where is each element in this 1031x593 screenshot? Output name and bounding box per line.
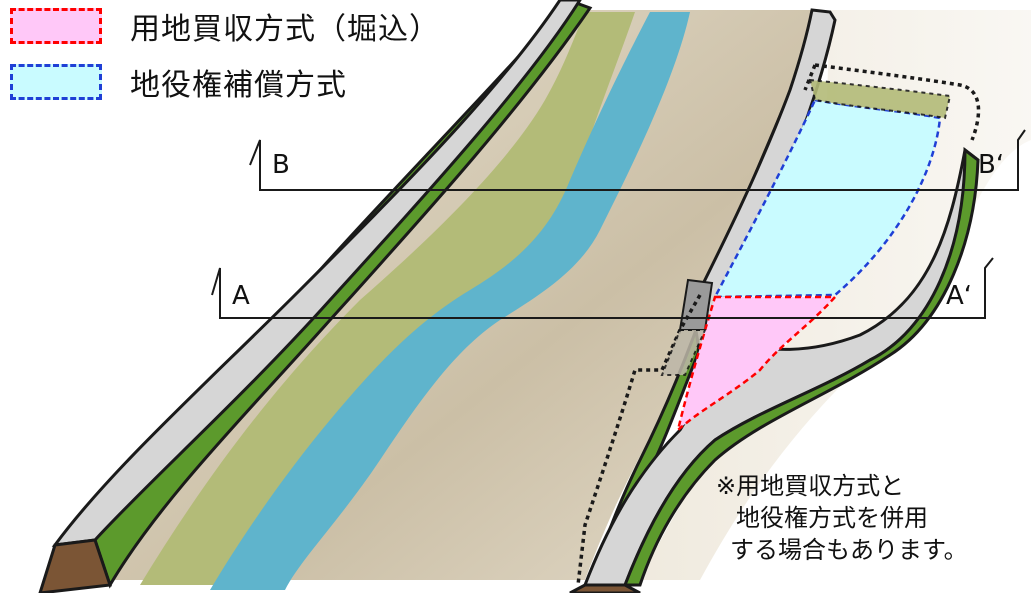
easement-zone (712, 98, 942, 299)
legend-item-easement: 地役権補償方式 (10, 62, 347, 103)
section-a-start-label: A (232, 281, 250, 311)
legend-item-purchase: 用地買収方式（堀込） (10, 6, 440, 47)
legend-label-easement: 地役権補償方式 (130, 68, 347, 103)
legend-swatch-easement (10, 64, 102, 100)
section-line-b: B B‘ (249, 129, 1026, 191)
section-a-end-label: A‘ (946, 281, 972, 311)
purchase-zone (675, 295, 838, 434)
legend: 用地買収方式（堀込） 地役権補償方式 (10, 6, 439, 116)
note-line-3: する場合もあります。 (730, 536, 968, 564)
left-levee-end (38, 538, 113, 593)
right-levee-end (569, 583, 641, 593)
section-b-end-label: B‘ (978, 150, 1004, 180)
old-levee-outline (576, 63, 981, 586)
note-line-1: ※用地買収方式と (716, 472, 905, 500)
note-line-2: 地役権方式を併用 (736, 504, 928, 532)
river (210, 12, 690, 590)
floodplain (140, 12, 635, 585)
right-levee-outer-slope (622, 146, 980, 587)
old-levee-ground-band (660, 329, 707, 376)
section-line-a: A A‘ (211, 257, 994, 319)
legend-label-purchase: 用地買収方式（堀込） (130, 12, 440, 47)
combined-method-note: ※用地買収方式と 地役権方式を併用 する場合もあります。 (716, 470, 1026, 566)
legend-swatch-purchase (10, 8, 102, 44)
old-levee-inner-band (808, 78, 952, 120)
section-b-start-label: B (272, 150, 290, 180)
